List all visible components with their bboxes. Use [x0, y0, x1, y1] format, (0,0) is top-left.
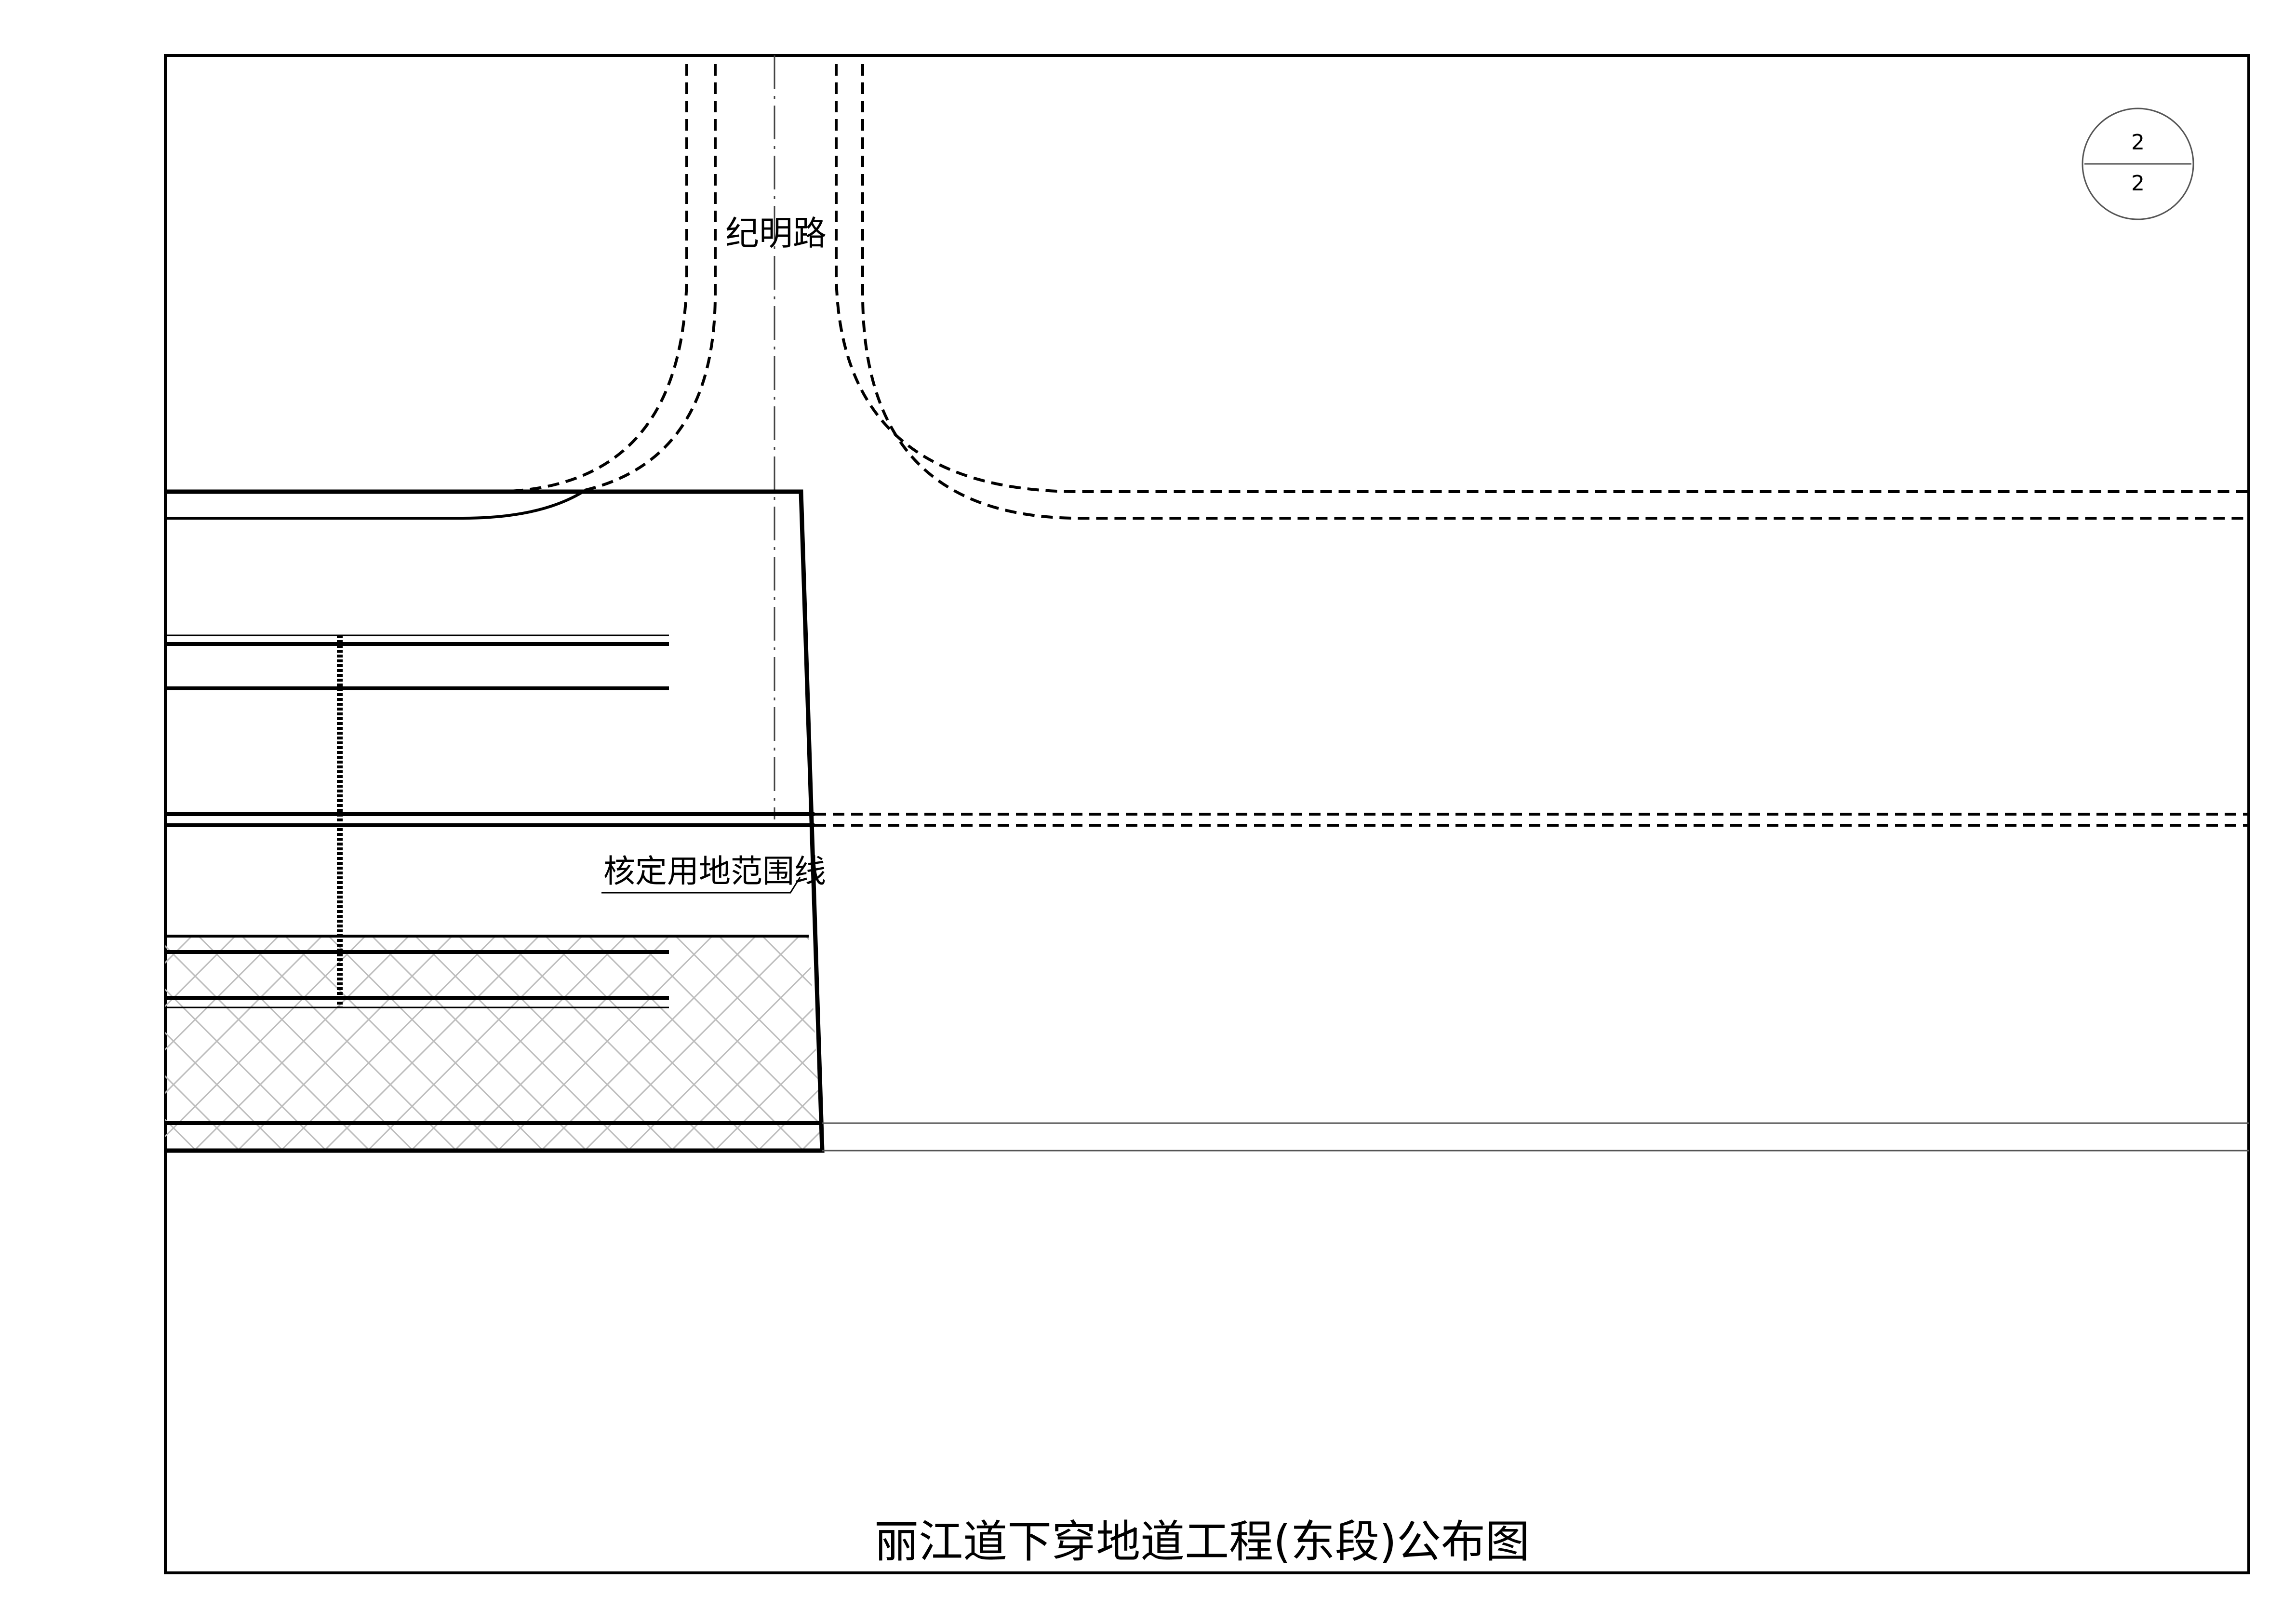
road-curb-right-inner	[835, 64, 2249, 493]
sheet-number: 2	[2131, 130, 2145, 155]
land-boundary-line	[165, 489, 825, 1153]
road-curb-left-inner	[578, 64, 717, 493]
road-curb-left-outer	[491, 64, 688, 493]
road-name-label: 纪明路	[725, 214, 827, 253]
curb-return-solid	[165, 490, 584, 520]
sheet-total: 2	[2131, 171, 2145, 196]
sheet-number-circle	[2082, 107, 2194, 220]
drawing-title: 丽江道下穿地道工程(东段)公布图	[874, 1516, 1530, 1568]
jiming-road-curbs	[491, 64, 2249, 827]
lane-lines	[165, 634, 2249, 1152]
boundary-label-leader	[601, 877, 801, 894]
sheet-number-badge: 2 2	[2082, 107, 2194, 220]
boundary-label: 核定用地范围线	[603, 853, 826, 890]
hatched-area	[165, 936, 822, 1151]
road-curb-right-outer	[861, 64, 2249, 520]
